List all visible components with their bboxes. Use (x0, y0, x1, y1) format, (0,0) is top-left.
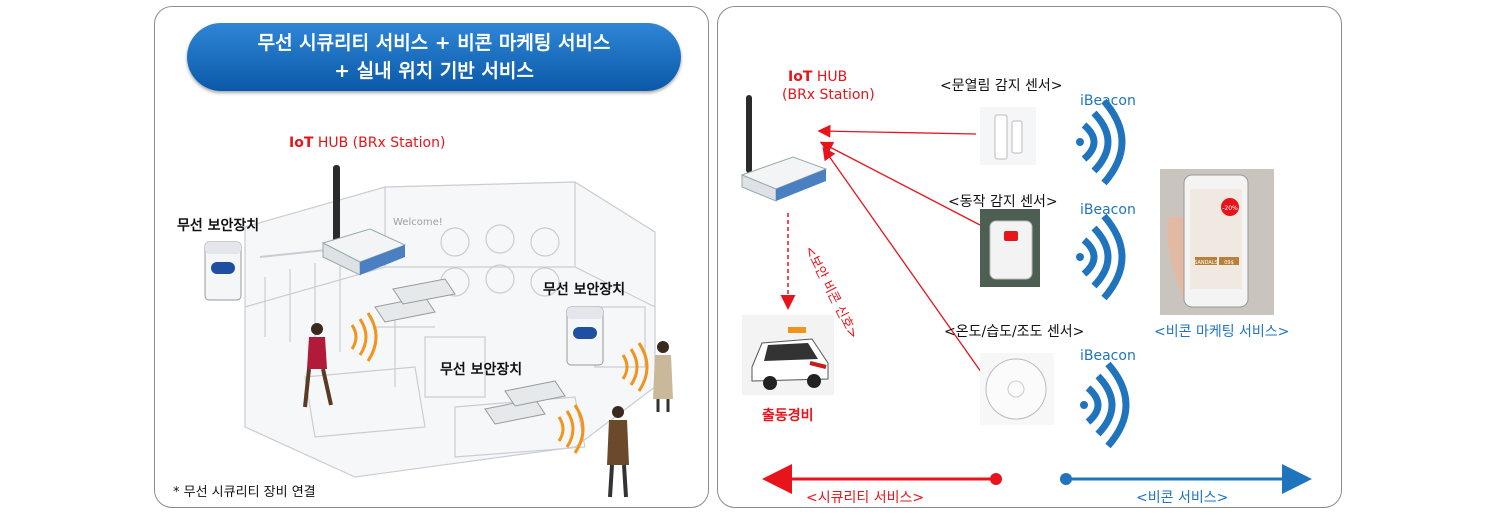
footnote: * 무선 시큐리티 장비 연결 (173, 485, 316, 500)
hub-label: IoT HUB (788, 69, 847, 85)
hub-router-icon (740, 95, 828, 202)
right-panel: -20% SANDALS 09$ IoT HUB (BRx Station) <… (717, 6, 1342, 508)
ibeacon-label: iBeacon (1080, 348, 1136, 364)
security-device-label: 무선 보안장치 (440, 362, 523, 378)
security-service-arrow (762, 464, 1002, 494)
hub-label-text: HUB (BRx Station) (313, 135, 446, 151)
ibeacon-label: iBeacon (1080, 93, 1136, 109)
door-sensor-label: <문열림 감지 센서> (940, 78, 1063, 94)
environment-sensor-icon (980, 353, 1054, 425)
ibeacon-signal-icon (1076, 98, 1126, 186)
signal-waves-icon (350, 312, 649, 454)
beacon-service-label: <비콘 서비스> (1136, 490, 1229, 506)
security-car-icon (742, 315, 834, 395)
ibeacon-signal-icon (1080, 361, 1130, 449)
smartphone-icon (1160, 169, 1274, 315)
sensor-to-hub-arrow (817, 124, 987, 380)
security-device-label: 무선 보안장치 (177, 218, 260, 234)
shopper-figure-icon (607, 406, 629, 498)
motion-sensor-icon (566, 306, 604, 366)
phone-product-tag: SANDALS (1194, 260, 1218, 266)
shopper-figure-icon (653, 341, 673, 412)
hub-label: IoT HUB (BRx Station) (289, 135, 445, 151)
shopper-figure-icon (303, 323, 333, 408)
door-sensor-icon (374, 278, 566, 425)
network-diagram: -20% SANDALS 09$ (740, 95, 1312, 494)
hub-label-iot: IoT (788, 69, 813, 85)
ibeacon-signal-icon (1076, 213, 1126, 301)
motion-sensor-label: <동작 감지 센서> (948, 194, 1058, 210)
store-illustration: Welcome! (204, 165, 673, 498)
store-sign: Welcome! (393, 217, 443, 228)
title-line-2: + 실내 위치 기반 서비스 (334, 60, 534, 82)
security-service-label: <시큐리티 서비스> (806, 490, 925, 506)
hub-label-text: HUB (812, 69, 848, 85)
motion-sensor-icon (204, 241, 242, 301)
hub-router-icon (321, 165, 407, 276)
marketing-service-label: <비콘 마케팅 서비스> (1154, 324, 1290, 340)
left-panel: 무선 시큐리티 서비스 + 비콘 마케팅 서비스 + 실내 위치 기반 서비스 … (154, 6, 709, 508)
door-sensor-icon (980, 107, 1036, 165)
title-line-1: 무선 시큐리티 서비스 + 비콘 마케팅 서비스 (257, 32, 611, 54)
ibeacon-label: iBeacon (1080, 202, 1136, 218)
hub-label-iot: IoT (289, 135, 314, 151)
beacon-service-arrow (1060, 464, 1312, 494)
motion-sensor-icon (980, 209, 1040, 287)
title-banner: 무선 시큐리티 서비스 + 비콘 마케팅 서비스 + 실내 위치 기반 서비스 (187, 23, 681, 91)
security-device-label: 무선 보안장치 (543, 282, 626, 298)
phone-discount-badge: -20% (1222, 205, 1238, 212)
environment-sensor-label: <온도/습도/조도 센서> (944, 324, 1085, 340)
phone-price-tag: 09$ (1224, 260, 1234, 266)
hub-sublabel: (BRx Station) (782, 87, 875, 103)
dispatch-label: 출동경비 (762, 408, 814, 424)
